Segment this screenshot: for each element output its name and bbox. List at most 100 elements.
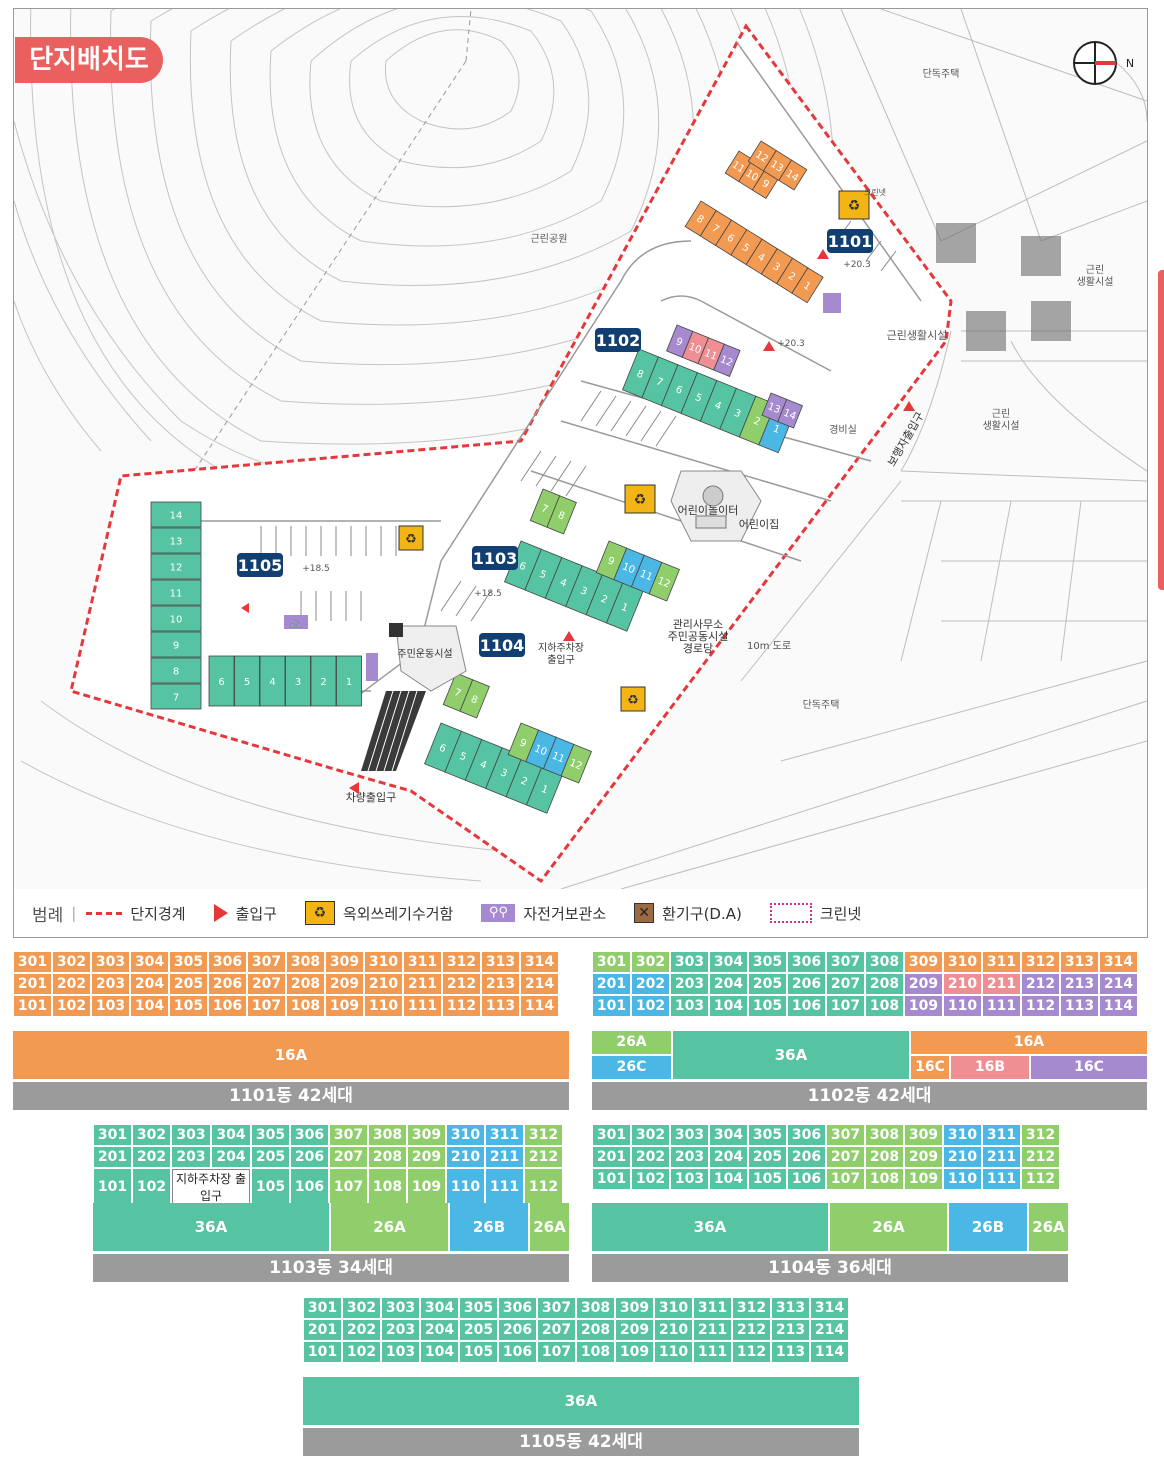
unit-cell: 303 <box>382 1298 419 1318</box>
unit-cell: 113 <box>772 1342 809 1362</box>
entrance-markers <box>241 249 915 794</box>
unit-cell: 301 <box>304 1298 341 1318</box>
unit-number: 7 <box>452 687 462 700</box>
unit-cell: 109 <box>905 1169 942 1189</box>
unit-number: 7 <box>710 223 721 236</box>
unit-cell: 302 <box>133 1125 170 1145</box>
unit-cell: 308 <box>369 1125 406 1145</box>
unit-cell: 313 <box>1061 952 1098 972</box>
unit-cell: 306 <box>209 952 246 972</box>
unit-number: 7 <box>539 503 549 516</box>
unit-cell: 110 <box>944 1169 981 1189</box>
unit-cell: 310 <box>944 952 981 972</box>
unit-number: 4 <box>755 252 766 265</box>
unit-cell: 105 <box>749 996 786 1016</box>
building-label-1101: 1101 <box>827 229 873 253</box>
unit-number: 11 <box>550 750 566 765</box>
bike-icon: ⚲⚲ <box>481 904 516 922</box>
unit-cell: 306 <box>499 1298 536 1318</box>
unit-cell: 214 <box>521 974 558 994</box>
unit-cell: 109 <box>408 1169 445 1205</box>
unit-cell: 208 <box>866 1147 903 1167</box>
unit-number: 1 <box>771 423 781 436</box>
unit-cell: 314 <box>811 1298 848 1318</box>
unit-cell: 214 <box>811 1320 848 1340</box>
unit-cell: 305 <box>460 1298 497 1318</box>
unit-cell: 303 <box>172 1125 210 1145</box>
unit-cell: 313 <box>772 1298 809 1318</box>
unit-number: 12 <box>718 354 734 369</box>
svg-text:7: 7 <box>173 693 179 704</box>
unit-cell: 204 <box>710 1147 747 1167</box>
legend-vent: ✕환기구(D.A) <box>634 903 742 924</box>
map-legend: 범례| 단지경계 출입구 ♻옥외쓰레기수거함 ⚲⚲자전거보관소 ✕환기구(D.A… <box>13 889 1148 938</box>
unit-cell: 102 <box>632 1169 669 1189</box>
unit-cell: 204 <box>131 974 168 994</box>
unit-number: 2 <box>519 776 529 789</box>
apartment-unit-block: 4 <box>259 655 286 707</box>
apartment-unit-block: 7 <box>150 683 202 710</box>
unit-cell: 308 <box>866 952 903 972</box>
unit-cell: 207 <box>827 974 864 994</box>
unit-cell: 203 <box>671 1147 708 1167</box>
unit-cell: 307 <box>248 952 285 972</box>
unit-cell: 308 <box>866 1125 903 1145</box>
unit-cell: 302 <box>632 1125 669 1145</box>
unit-number: 4 <box>558 577 568 590</box>
apartment-unit-block <box>648 561 680 602</box>
unit-cell: 304 <box>710 952 747 972</box>
unit-cell: 210 <box>365 974 402 994</box>
unit-cell: 101 <box>94 1169 131 1205</box>
building-label-1103: 1103 <box>472 546 518 570</box>
unit-cell: 209 <box>616 1320 653 1340</box>
unit-cell: 312 <box>1022 952 1059 972</box>
unit-cell: 112 <box>1022 996 1059 1016</box>
legend-recycle: ♻옥외쓰레기수거함 <box>304 901 453 925</box>
unit-number: 10 <box>621 561 637 576</box>
unit-cell: 201 <box>14 974 51 994</box>
unit-cell: 314 <box>1100 952 1137 972</box>
unit-cell: 112 <box>1022 1169 1059 1189</box>
svg-text:1101: 1101 <box>828 232 873 251</box>
neighborhood-label-3: 근린생활시설 <box>887 328 948 342</box>
unit-cell: 102 <box>53 996 90 1016</box>
unit-cell: 203 <box>92 974 129 994</box>
svg-text:♻: ♻ <box>848 198 861 214</box>
unit-cell: 103 <box>671 1169 708 1189</box>
vehicle-entrance-label: 차량출입구 <box>346 791 397 804</box>
unit-cell: 110 <box>655 1342 692 1362</box>
building-summary-1104: 1104동 36세대 <box>592 1254 1068 1282</box>
unit-number: 5 <box>740 242 751 255</box>
building-label-1105: 1105 <box>237 553 283 577</box>
unit-number: 6 <box>437 743 447 756</box>
unit-cell: 102 <box>632 996 669 1016</box>
svg-text:1: 1 <box>346 677 352 688</box>
unit-cell: 205 <box>749 974 786 994</box>
building-label-1104: 1104 <box>479 633 525 657</box>
elevation-label: +18.5 <box>474 589 502 599</box>
unit-number: 8 <box>635 368 645 381</box>
unit-cell: 301 <box>593 952 630 972</box>
unit-cell: 104 <box>131 996 168 1016</box>
type-26A: 26A <box>1029 1203 1068 1251</box>
unit-cell: 202 <box>632 1147 669 1167</box>
type-36A: 36A <box>592 1203 830 1251</box>
apartment-unit-block <box>459 679 490 719</box>
sports-label: 주민운동시설 <box>397 648 452 660</box>
legend-title: 범례 <box>32 905 64 926</box>
unit-cell: 213 <box>772 1320 809 1340</box>
apartment-unit-block: 5 <box>234 655 260 707</box>
unit-cell: 112 <box>443 996 480 1016</box>
type-bar-1102: 26A 26C 36A 16A 16C 16B 16C <box>592 1031 1147 1079</box>
unit-cell: 101 <box>14 996 51 1016</box>
type-16C: 16C <box>1031 1056 1147 1079</box>
unit-cell: 205 <box>749 1147 786 1167</box>
unit-cell: 311 <box>694 1298 731 1318</box>
